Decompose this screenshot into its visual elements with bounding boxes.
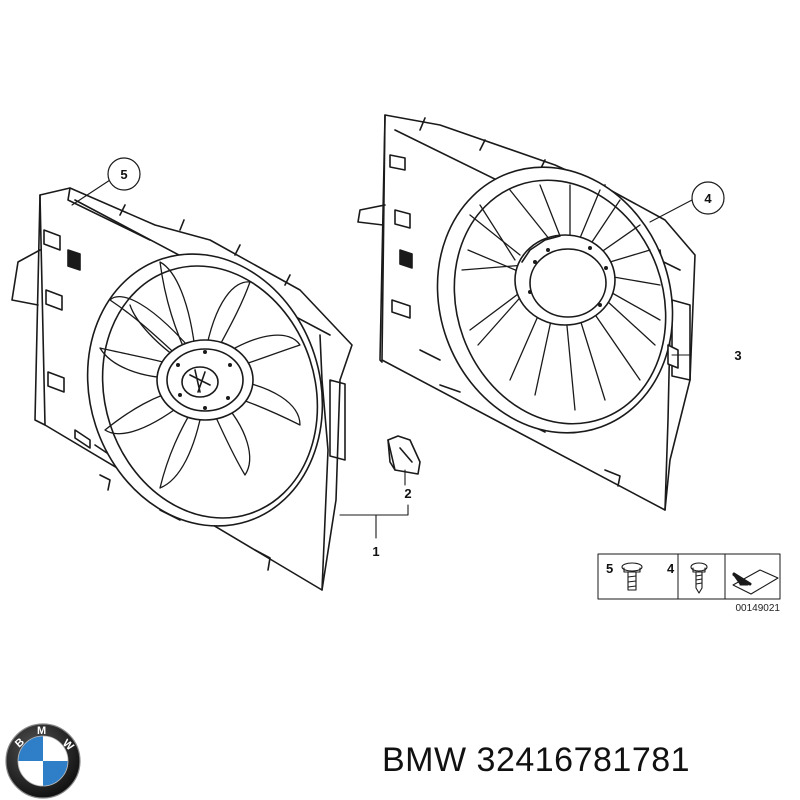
- fan-shroud-frame: [357, 114, 696, 511]
- drawing-code: 00149021: [736, 603, 781, 614]
- legend-label-4: 4: [667, 561, 675, 576]
- caption-part-number: 32416781781: [476, 741, 691, 779]
- part-caption: BMW 32416781781: [382, 735, 792, 785]
- screw-4-icon: [690, 562, 708, 594]
- callout-4-circle: [691, 181, 725, 215]
- bracket-part: [387, 435, 421, 475]
- legend-label-5: 5: [606, 561, 613, 576]
- leader-lines: [71, 179, 693, 539]
- callout-3: 3: [734, 348, 741, 363]
- fastener-legend: [597, 553, 781, 600]
- screw-5-icon: [621, 562, 643, 591]
- callout-5-circle: [107, 157, 141, 191]
- svg-text:M: M: [37, 725, 46, 737]
- bmw-roundel-icon: B M W: [5, 723, 81, 799]
- caption-brand: BMW: [382, 741, 467, 779]
- callout-4: 4: [704, 191, 712, 206]
- plate-arrow-icon: [732, 569, 779, 595]
- callout-2: 2: [404, 486, 411, 501]
- callout-5: 5: [120, 167, 127, 182]
- fan-shroud-assembly: [11, 187, 353, 591]
- callout-1: 1: [372, 544, 379, 559]
